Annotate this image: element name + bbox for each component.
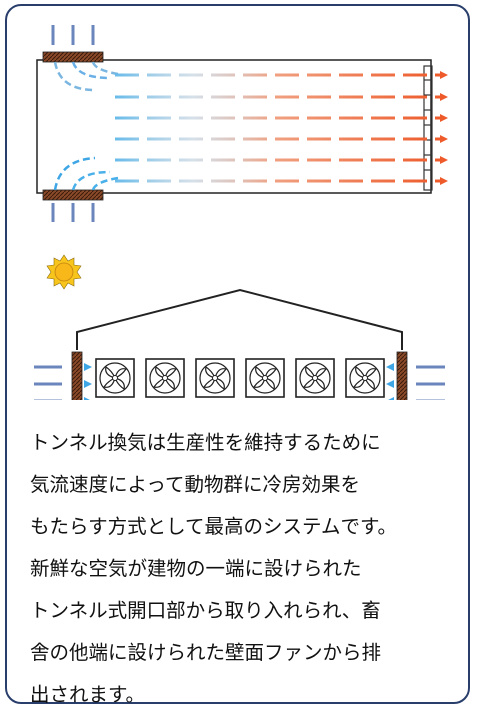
plan-view [36, 25, 448, 222]
cross-section-view [34, 288, 445, 400]
exhaust-fan-icon [145, 358, 185, 398]
description-line: 出されます。 [30, 683, 146, 706]
left-side-curtain [71, 351, 83, 400]
description-line: 新鮮な空気が建物の一端に設けられた [30, 557, 362, 580]
description-line: トンネル式開口部から取り入れられ、畜 [30, 599, 381, 622]
exhaust-fan-icon [345, 358, 385, 398]
exhaust-fan-icon [95, 358, 135, 398]
exhaust-fan-row [95, 358, 385, 398]
tunnel-ventilation-diagram [34, 25, 448, 400]
barn-outline [36, 59, 432, 194]
bottom-curtain [42, 189, 104, 201]
description-line: もたらす方式として最高のシステムです。 [30, 515, 397, 538]
airflow-arrowheads [440, 71, 448, 185]
description-line: 舎の他端に設けられた壁面ファンから排 [30, 641, 382, 664]
description-text: トンネル換気は生産性を維持するために 気流速度によって動物群に冷房効果を もたら… [30, 422, 455, 716]
description-line: 気流速度によって動物群に冷房効果を [30, 473, 360, 496]
end-wall-fans [423, 65, 433, 191]
exhaust-fan-icon [245, 358, 285, 398]
top-intake-arrows [51, 25, 95, 45]
sun-icon [46, 254, 82, 290]
right-side-curtain [396, 351, 408, 400]
cool-inflow-arrows [84, 363, 394, 400]
roof-outline [76, 288, 403, 350]
side-inflow-arrows [34, 365, 445, 400]
description-line: トンネル換気は生産性を維持するために [30, 431, 381, 454]
bottom-intake-arrows [51, 203, 95, 222]
exhaust-fan-icon [195, 358, 235, 398]
exhaust-fan-icon [295, 358, 335, 398]
top-curtain [42, 51, 104, 63]
curved-airflow [53, 61, 119, 191]
horizontal-airflow [115, 73, 440, 183]
